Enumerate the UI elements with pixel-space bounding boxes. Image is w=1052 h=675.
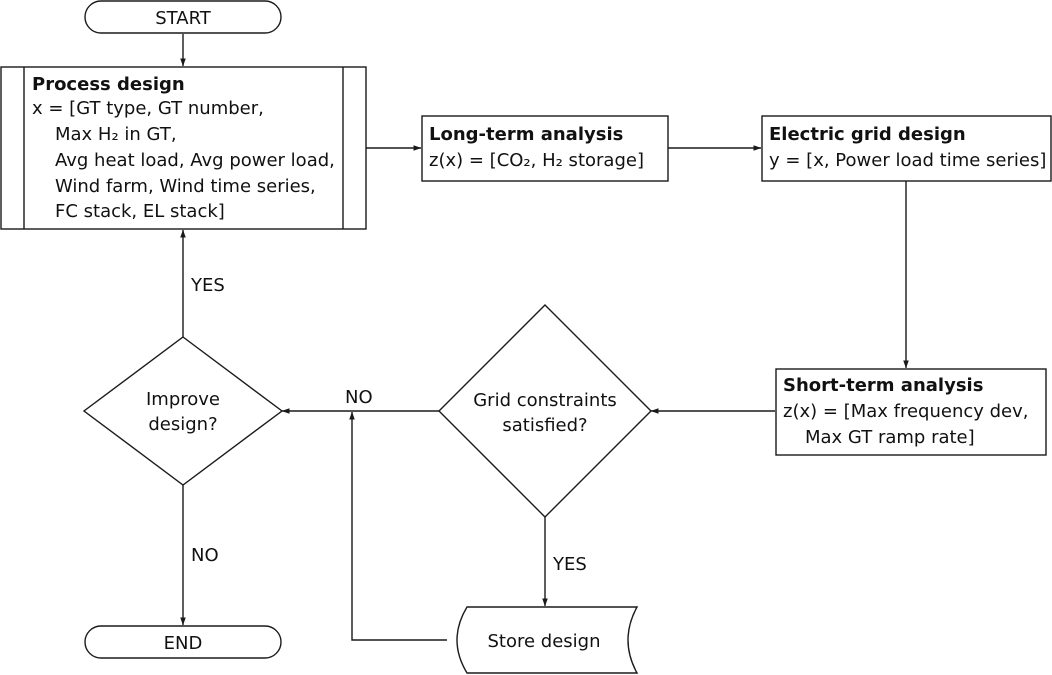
long-term-line: z(x) = [CO₂, H₂ storage]	[429, 150, 644, 171]
process-design-line: Max H₂ in GT,	[55, 124, 177, 145]
start-label: START	[155, 8, 212, 29]
electric-grid-design-box: Electric grid design y = [x, Power load …	[761, 115, 1052, 182]
grid-constraints-decision: Grid constraints satisfied?	[438, 304, 652, 518]
improve-design-decision: Improve design?	[82, 336, 284, 486]
process-design-line: Wind farm, Wind time series,	[55, 176, 316, 197]
short-term-analysis-box: Short-term analysis z(x) = [Max frequenc…	[775, 368, 1047, 456]
grid-yes-label: YES	[552, 554, 587, 575]
improve-decision-line: Improve	[146, 389, 220, 410]
improve-decision-line: design?	[148, 414, 217, 435]
long-term-title: Long-term analysis	[429, 124, 623, 145]
process-design-line: FC stack, EL stack]	[55, 201, 225, 222]
grid-no-label: NO	[345, 387, 373, 408]
process-design-box: Process design x = [GT type, GT number, …	[0, 66, 367, 230]
process-design-line: Avg heat load, Avg power load,	[55, 150, 335, 171]
end-terminal: END	[84, 625, 282, 659]
short-term-title: Short-term analysis	[783, 375, 983, 396]
start-terminal: START	[84, 0, 282, 34]
improve-yes-label: YES	[190, 275, 225, 296]
process-design-line: x = [GT type, GT number,	[32, 98, 264, 119]
grid-decision-line: satisfied?	[502, 415, 587, 436]
edge-store-to-loop	[349, 411, 447, 641]
store-design-shape: Store design	[456, 606, 639, 674]
long-term-analysis-box: Long-term analysis z(x) = [CO₂, H₂ stora…	[421, 115, 669, 182]
process-design-title: Process design	[32, 74, 185, 95]
store-design-label: Store design	[487, 631, 600, 652]
short-term-line: Max GT ramp rate]	[805, 427, 975, 448]
electric-grid-title: Electric grid design	[769, 124, 966, 145]
end-label: END	[164, 633, 203, 654]
grid-decision-line: Grid constraints	[473, 390, 617, 411]
electric-grid-line: y = [x, Power load time series]	[769, 150, 1046, 171]
short-term-line: z(x) = [Max frequency dev,	[783, 401, 1029, 422]
improve-no-label: NO	[191, 545, 219, 566]
